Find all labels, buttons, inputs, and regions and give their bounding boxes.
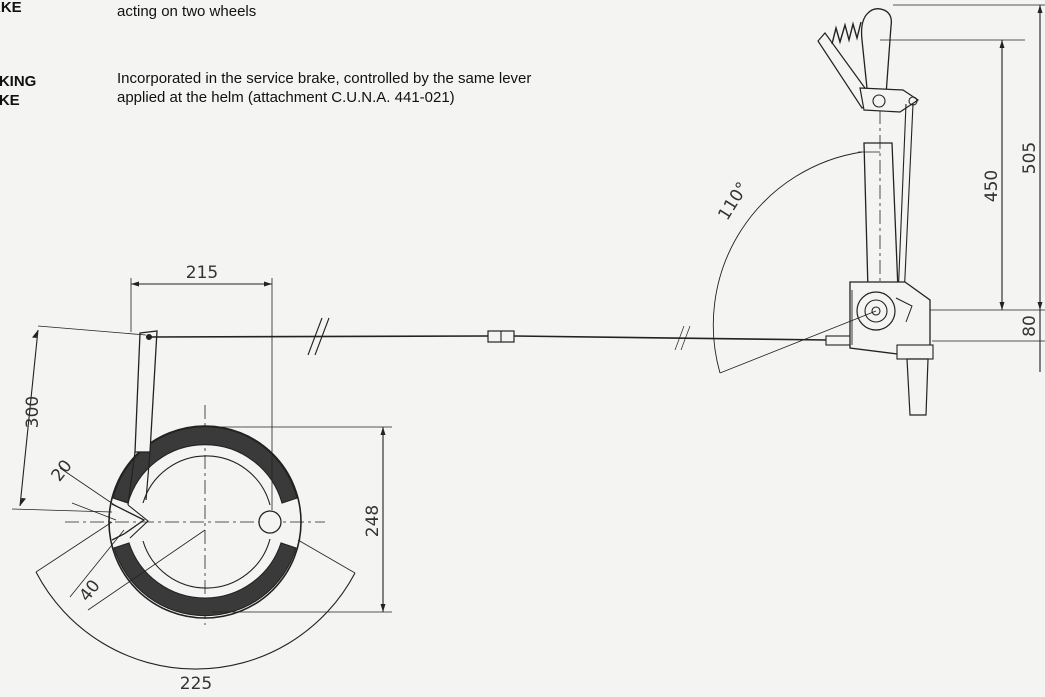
parking-brake-label: RKING AKE [0,73,37,109]
anchor-pin [258,510,282,534]
cam-profile [127,504,149,539]
dim-20: 20 [48,456,77,485]
upper-shoe-web [142,455,271,506]
drum-actuating-lever [134,330,158,453]
upper-brake-shoe [112,426,298,504]
lower-brake-shoe [113,542,297,617]
dim-300: 300 [23,396,43,428]
brake-label: AKE [0,0,22,16]
dim-215: 215 [186,263,218,283]
parking-brake-description: Incorporated in the service brake, contr… [117,70,532,106]
brake-description: acting on two wheels [117,3,257,20]
lever-base-bracket [849,281,931,356]
dim-225: 225 [180,674,212,694]
dim-110-degrees: 110° [714,179,753,224]
lever-pivot [872,94,886,108]
ratchet-sector [856,291,896,331]
drum-brake-assembly [11,278,392,670]
dim-450: 450 [982,170,1002,202]
dim-80: 80 [1020,315,1040,337]
dim-248: 248 [363,505,383,537]
dim-505: 505 [1020,142,1040,174]
lever-handle [860,8,892,99]
drum-outer [108,425,302,619]
cable-end-fitting [825,335,853,346]
brake-cable [148,317,853,356]
hand-lever-assembly [712,4,1045,416]
lever-shaft [863,142,899,291]
trigger-spring [831,21,862,45]
mounting-post [906,358,929,416]
lower-shoe-web [142,538,271,589]
